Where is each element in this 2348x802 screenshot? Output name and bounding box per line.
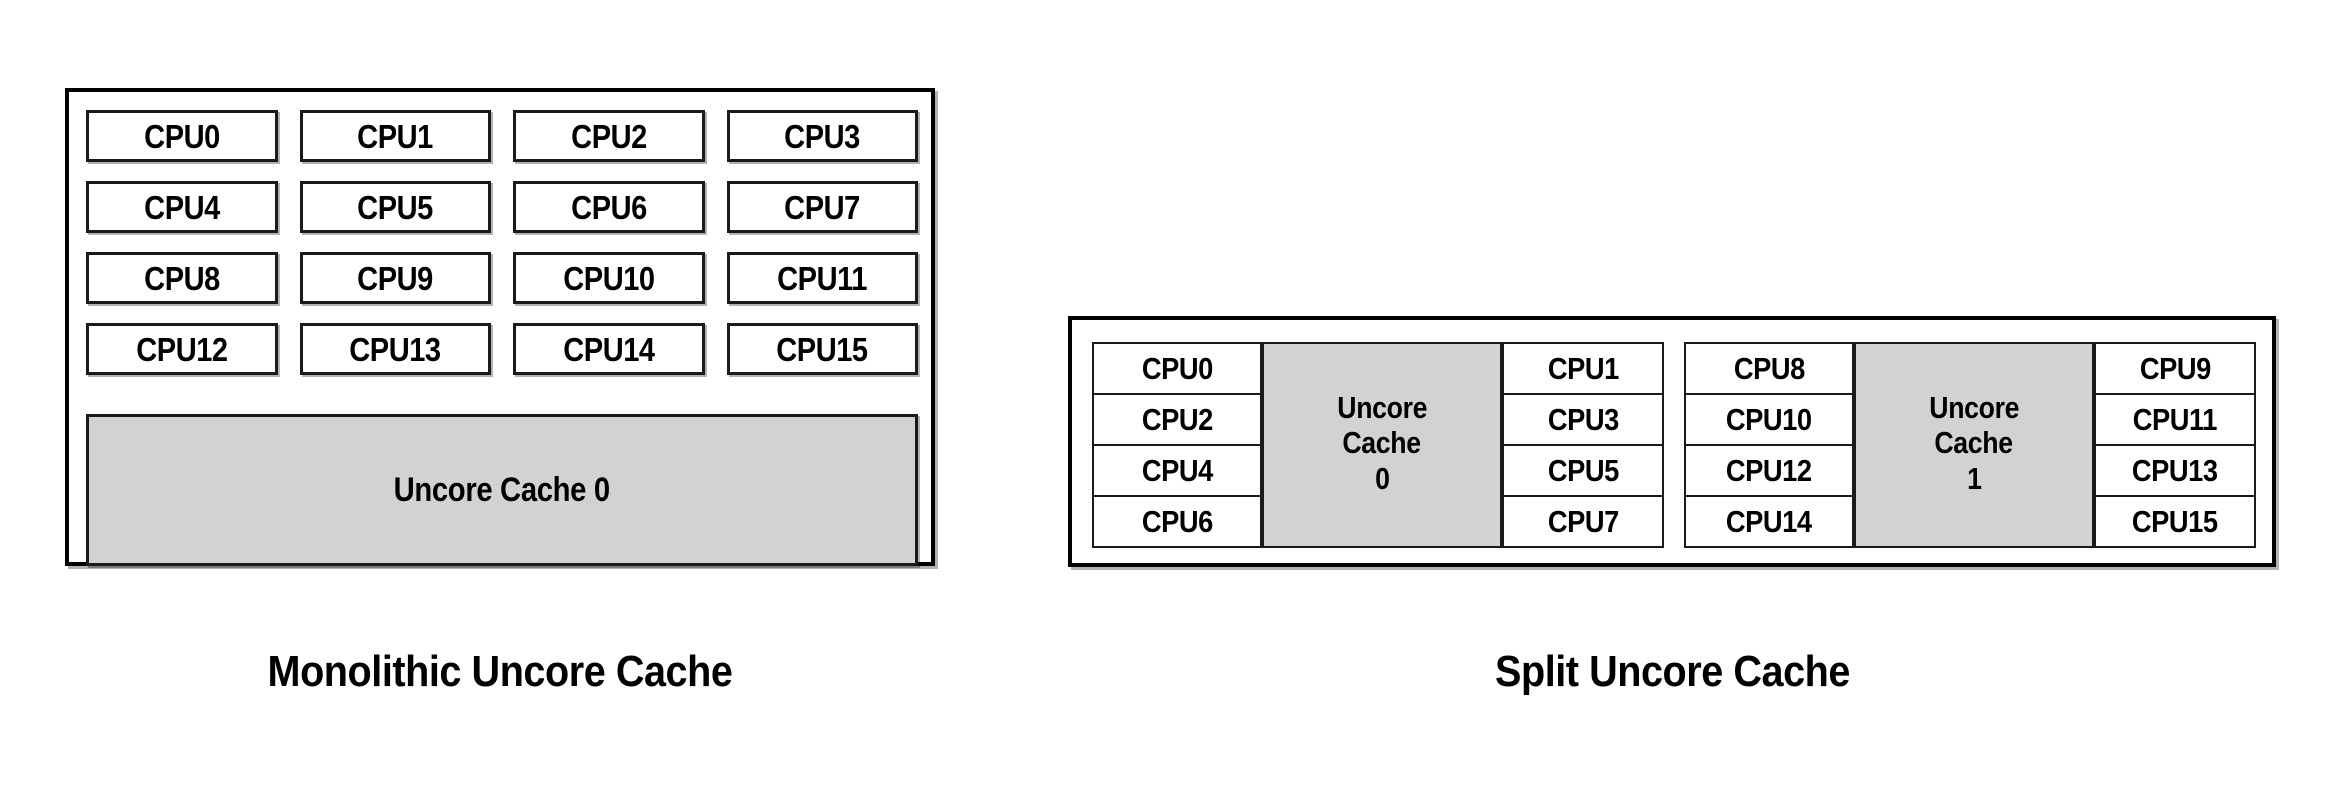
cpu-column-left-0: CPU0 CPU2 CPU4 CPU6 — [1092, 342, 1262, 548]
cpu-box: CPU2 — [1092, 394, 1262, 445]
cpu-box: CPU6 — [513, 181, 705, 233]
cpu-box: CPU14 — [1684, 496, 1854, 548]
cpu-box-label: CPU6 — [1141, 504, 1213, 539]
cpu-box: CPU7 — [726, 181, 918, 233]
uncore-cache-label: Uncore Cache 0 — [393, 471, 611, 509]
cpu-box: CPU10 — [513, 252, 705, 304]
cpu-box-label: CPU15 — [776, 330, 869, 368]
cpu-box-label: CPU12 — [1726, 453, 1812, 488]
cpu-box-label: CPU9 — [357, 259, 434, 297]
cpu-box: CPU5 — [1502, 445, 1664, 496]
cpu-box-label: CPU8 — [143, 259, 220, 297]
cpu-box: CPU4 — [1092, 445, 1262, 496]
uncore-cache-box: Uncore Cache 0 — [1262, 342, 1502, 548]
cpu-box: CPU9 — [2094, 342, 2256, 394]
cpu-box: CPU10 — [1684, 394, 1854, 445]
cpu-box-label: CPU15 — [2132, 504, 2218, 539]
uncore-cache-label-line3: 1 — [1966, 460, 1982, 496]
cpu-box-label: CPU4 — [1141, 453, 1213, 488]
cpu-box-label: CPU14 — [1726, 504, 1812, 539]
cpu-column-left-1: CPU8 CPU10 CPU12 CPU14 — [1684, 342, 1854, 548]
cpu-box: CPU11 — [2094, 394, 2256, 445]
cpu-column-right-0: CPU1 CPU3 CPU5 CPU7 — [1502, 342, 1664, 548]
cpu-box: CPU13 — [299, 323, 491, 375]
cpu-box-label: CPU0 — [143, 117, 220, 155]
uncore-cache-label-line3: 0 — [1374, 460, 1390, 496]
cpu-box: CPU14 — [513, 323, 705, 375]
cpu-box: CPU3 — [1502, 394, 1664, 445]
cpu-box: CPU1 — [299, 110, 491, 162]
cpu-box: CPU15 — [2094, 496, 2256, 548]
cpu-box-label: CPU5 — [357, 188, 434, 226]
cpu-box: CPU0 — [86, 110, 278, 162]
cpu-box-label: CPU4 — [143, 188, 220, 226]
cpu-box-label: CPU13 — [2132, 453, 2218, 488]
cpu-box-label: CPU0 — [1141, 351, 1213, 386]
cpu-box-label: CPU9 — [2139, 351, 2211, 386]
uncore-cache-box: Uncore Cache 1 — [1854, 342, 2094, 548]
cpu-box: CPU0 — [1092, 342, 1262, 394]
cpu-box: CPU12 — [86, 323, 278, 375]
cpu-box-label: CPU12 — [136, 330, 228, 368]
cpu-box-label: CPU11 — [777, 259, 868, 297]
cpu-box-label: CPU14 — [563, 330, 655, 368]
split-cache-group-1: CPU8 CPU10 CPU12 CPU14 Uncore Cache 1 — [1684, 342, 2256, 548]
cpu-box: CPU9 — [299, 252, 491, 304]
cpu-box: CPU8 — [86, 252, 278, 304]
split-caption: Split Uncore Cache — [1495, 647, 1850, 696]
cpu-column-right-1: CPU9 CPU11 CPU13 CPU15 — [2094, 342, 2256, 548]
cpu-box: CPU13 — [2094, 445, 2256, 496]
monolithic-caption: Monolithic Uncore Cache — [267, 647, 733, 696]
cpu-box-label: CPU7 — [1547, 504, 1619, 539]
cpu-box: CPU12 — [1684, 445, 1854, 496]
cpu-box-label: CPU6 — [570, 188, 647, 226]
cpu-box-label: CPU5 — [1547, 453, 1619, 488]
cpu-box-label: CPU13 — [349, 330, 442, 368]
monolithic-uncore-cache-panel: CPU0 CPU1 CPU2 CPU3 CPU4 CPU5 CPU6 CPU7 — [65, 88, 935, 566]
cpu-box: CPU11 — [726, 252, 918, 304]
uncore-cache-box: Uncore Cache 0 — [86, 414, 918, 566]
cpu-box-label: CPU10 — [1726, 402, 1812, 437]
cpu-box: CPU8 — [1684, 342, 1854, 394]
cpu-box: CPU1 — [1502, 342, 1664, 394]
monolithic-cpu-grid: CPU0 CPU1 CPU2 CPU3 CPU4 CPU5 CPU6 CPU7 — [86, 110, 918, 396]
split-cache-group-0: CPU0 CPU2 CPU4 CPU6 Uncore Cache 0 — [1092, 342, 1664, 548]
cpu-box-label: CPU2 — [1141, 402, 1213, 437]
cpu-box: CPU15 — [726, 323, 918, 375]
uncore-cache-label-line2: Cache — [1342, 425, 1422, 461]
split-uncore-cache-panel: CPU0 CPU2 CPU4 CPU6 Uncore Cache 0 — [1068, 316, 2276, 567]
uncore-cache-label-line1: Uncore — [1929, 390, 2019, 426]
uncore-cache-label-line2: Cache — [1934, 425, 2014, 461]
cpu-box-label: CPU11 — [2132, 402, 2218, 437]
cpu-box: CPU2 — [513, 110, 705, 162]
cpu-box: CPU3 — [726, 110, 918, 162]
cpu-box-label: CPU1 — [357, 117, 434, 155]
cpu-box: CPU4 — [86, 181, 278, 233]
cpu-box-label: CPU3 — [784, 117, 861, 155]
cpu-box: CPU5 — [299, 181, 491, 233]
cpu-box: CPU6 — [1092, 496, 1262, 548]
cpu-box-label: CPU10 — [563, 259, 655, 297]
uncore-cache-label-line1: Uncore — [1337, 390, 1427, 426]
cpu-box-label: CPU8 — [1733, 351, 1805, 386]
cpu-box-label: CPU2 — [570, 117, 647, 155]
cpu-box-label: CPU1 — [1547, 351, 1619, 386]
cpu-box-label: CPU3 — [1547, 402, 1619, 437]
cpu-box: CPU7 — [1502, 496, 1664, 548]
cpu-box-label: CPU7 — [784, 188, 861, 226]
